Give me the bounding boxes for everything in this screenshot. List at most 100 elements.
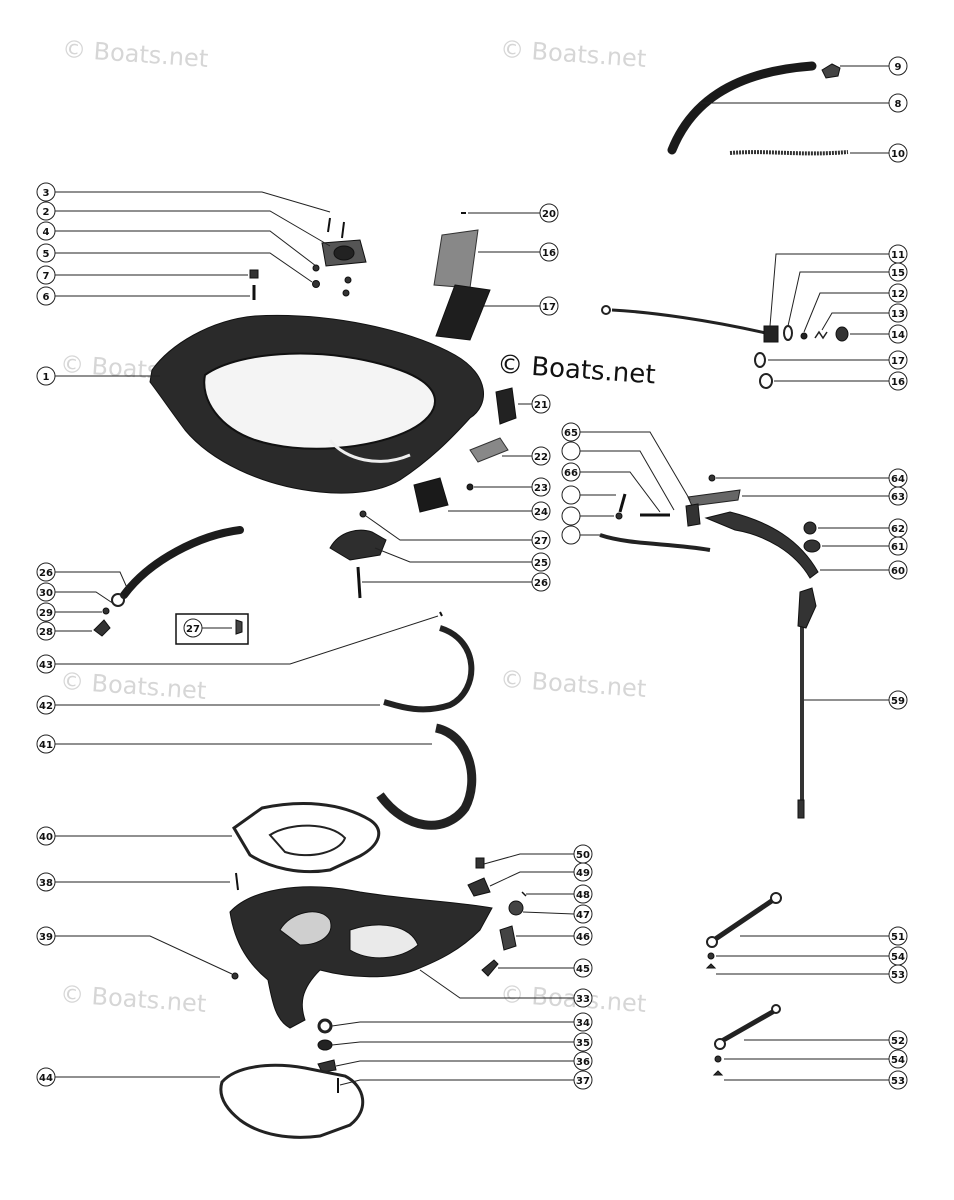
callout-24: 24 — [448, 501, 551, 521]
callout-35: 35 — [331, 1032, 593, 1052]
callout-label: 7 — [43, 271, 50, 282]
callout-label: 46 — [576, 932, 590, 943]
callout-19: 17 — [484, 296, 559, 316]
callout-27: 27 — [365, 515, 551, 550]
callout-53b: 53 — [724, 1070, 908, 1090]
grommet-part — [317, 1039, 333, 1051]
callout-label: 2 — [43, 207, 50, 218]
callout-8: 8 — [700, 93, 908, 113]
seal-part — [435, 284, 491, 341]
callout-label: 25 — [534, 558, 548, 569]
lower-housing-part — [229, 886, 493, 1029]
callout-16: 16 — [774, 371, 908, 391]
callout-label: 27 — [534, 536, 548, 547]
callout-label: 43 — [39, 660, 53, 671]
callout-label: 23 — [534, 483, 548, 494]
callout-label: 64 — [891, 474, 905, 485]
callout-label: 6 — [43, 292, 50, 303]
callout-label: 26 — [534, 578, 548, 589]
callout-65 — [561, 485, 616, 505]
callout-label: 22 — [534, 452, 548, 463]
callout-label: 34 — [576, 1018, 590, 1029]
callout-39: 39 — [36, 926, 233, 975]
callout-32: 30 — [36, 582, 115, 605]
callout-4: 4 — [36, 221, 317, 267]
callout-49: 49 — [489, 862, 593, 887]
callout-1: 1 — [36, 366, 160, 386]
callout-label: 60 — [891, 566, 905, 577]
callout-label: 42 — [39, 701, 53, 712]
callout-label: 53 — [891, 970, 905, 981]
cable-part — [729, 150, 849, 156]
callout-label: 12 — [891, 289, 905, 300]
callout-56: 60 — [820, 560, 908, 580]
callout-2: 2 — [36, 201, 331, 247]
callout-11: 11 — [769, 244, 908, 327]
callout-label: 30 — [39, 588, 53, 599]
callout-37: 37 — [339, 1070, 593, 1090]
callout-12: 12 — [803, 283, 908, 333]
callout-43: 43 — [36, 615, 439, 674]
callout-label: 61 — [891, 542, 905, 553]
callout-29: 27 — [183, 618, 232, 638]
callout-47: 47 — [522, 904, 593, 924]
callout-62: 66 — [561, 462, 661, 513]
gasket-part — [232, 802, 381, 874]
callout-label: 11 — [891, 250, 905, 261]
callout-label: 54 — [891, 1055, 905, 1066]
callout-label: 1 — [43, 372, 50, 383]
callout-9: 9 — [840, 56, 908, 76]
callout-label: 50 — [576, 850, 590, 861]
callout-label: 17 — [542, 302, 556, 313]
callout-label: 54 — [891, 952, 905, 963]
callout-25: 25 — [374, 547, 551, 572]
callout-57: 61 — [822, 536, 908, 556]
callout-61: 65 — [561, 422, 691, 501]
parts-artwork — [93, 61, 849, 1139]
callout-51: 51 — [740, 926, 908, 946]
callout-label: 44 — [39, 1073, 53, 1084]
washer-part — [317, 1018, 333, 1034]
callout-13: 13 — [821, 303, 908, 331]
callout-64 — [561, 525, 600, 545]
lever-part — [704, 511, 819, 579]
hose-part — [120, 526, 244, 599]
callout-label: 47 — [576, 910, 590, 921]
callout-54a: 54 — [716, 946, 908, 966]
cable-part — [611, 308, 771, 336]
callout-23: 23 — [474, 477, 551, 497]
callout-14: 14 — [850, 324, 908, 344]
callout-label: 65 — [564, 428, 578, 439]
fitting-part — [821, 63, 841, 79]
callout-label: 3 — [43, 188, 50, 199]
callout-label: 40 — [39, 832, 53, 843]
callout-label: 48 — [576, 890, 590, 901]
callout-label: 63 — [891, 492, 905, 503]
callout-18: 16 — [478, 242, 559, 262]
callout-label: 26 — [39, 568, 53, 579]
callout-55: 59 — [804, 690, 908, 710]
callout-33: 33 — [419, 969, 593, 1008]
part-29-box — [175, 613, 249, 645]
callout-label: 35 — [576, 1038, 590, 1049]
callout-21: 21 — [518, 394, 551, 414]
callout-40: 40 — [36, 826, 232, 846]
callout-10: 10 — [850, 143, 908, 163]
callout-60: 64 — [716, 468, 908, 488]
callout-label: 5 — [43, 249, 50, 260]
callout-34: 34 — [331, 1012, 593, 1032]
callout-52: 52 — [744, 1030, 908, 1050]
callout-41: 41 — [36, 734, 432, 754]
callout-label: 8 — [895, 99, 902, 110]
callout-label: 29 — [39, 608, 53, 619]
callout-22: 22 — [502, 446, 551, 466]
callout-label: 33 — [576, 994, 590, 1005]
callout-label: 16 — [891, 377, 905, 388]
callout-44: 44 — [36, 1067, 220, 1087]
callout-label: 39 — [39, 932, 53, 943]
callout-63 — [561, 441, 675, 511]
callout-5: 5 — [36, 243, 313, 283]
callout-label: 21 — [534, 400, 548, 411]
link-part — [709, 895, 778, 945]
callout-30: 28 — [36, 621, 92, 641]
